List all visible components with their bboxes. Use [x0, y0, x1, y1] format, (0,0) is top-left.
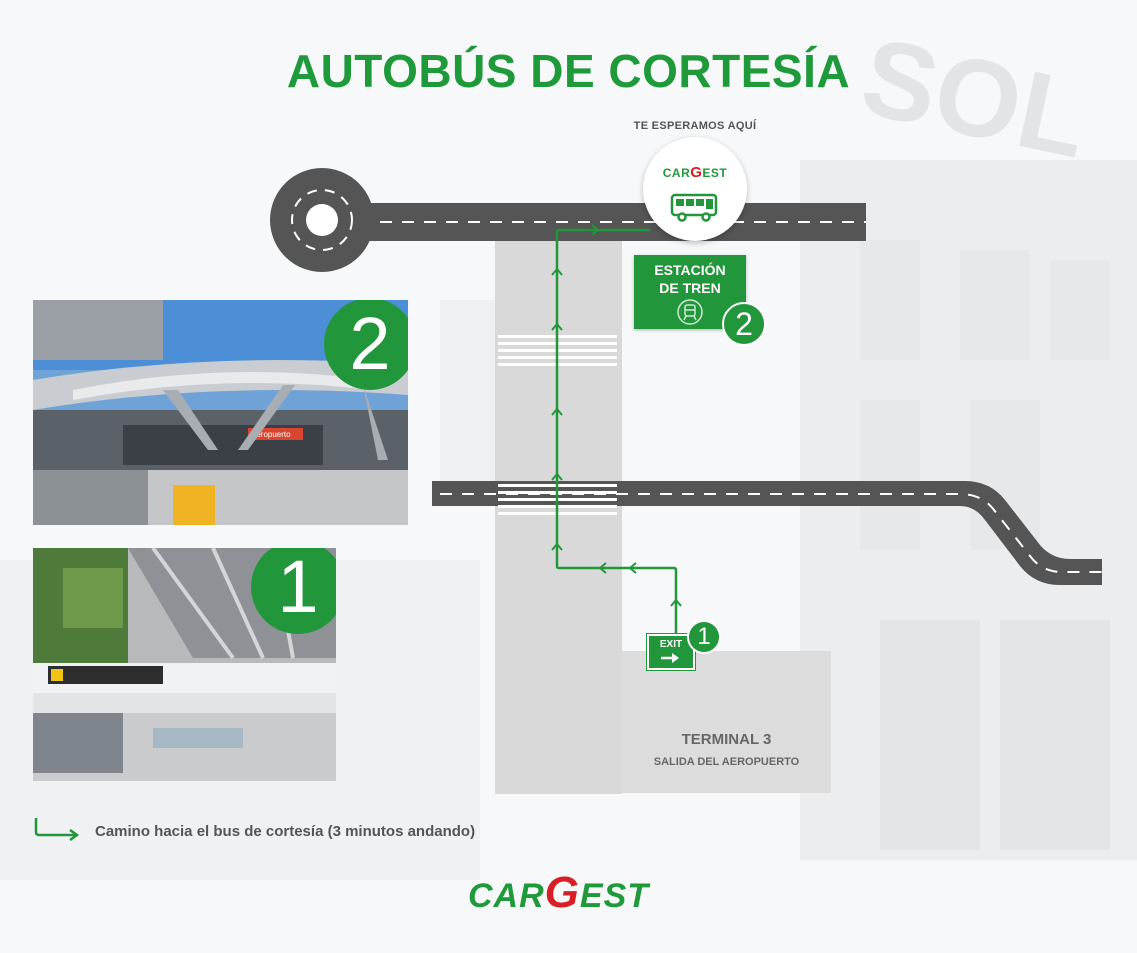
walking-path: [555, 228, 830, 696]
stop-brand-logo: CARGEST: [662, 164, 728, 181]
photo-airport-exterior: Aeropuerto 2: [33, 300, 408, 525]
pickup-label: TE ESPERAMOS AQUÍ: [633, 120, 757, 132]
airport-building-column: [495, 237, 622, 794]
terminal-3-block: TERMINAL 3 SALIDA DEL AEROPUERTO: [622, 651, 831, 793]
station-line1: ESTACIÓN: [654, 262, 726, 278]
exit-number-badge: 1: [687, 620, 721, 654]
page-title: AUTOBÚS DE CORTESÍA: [286, 45, 851, 97]
photo-terminal-interior: 1: [33, 548, 336, 781]
bus-icon: [670, 193, 718, 222]
terminal-subtitle: SALIDA DEL AEROPUERTO: [653, 756, 800, 768]
station-line2: DE TREN: [659, 280, 721, 296]
train-icon: [677, 299, 703, 325]
legend-text: Camino hacia el bus de cortesía (3 minut…: [95, 823, 476, 840]
exit-label: EXIT: [659, 639, 683, 650]
terminal-title: TERMINAL 3: [681, 731, 772, 748]
photo-1-number-badge: 1: [251, 548, 336, 634]
legend-arrow: [34, 818, 76, 837]
aeropuerto-sign-text: Aeropuerto: [251, 430, 291, 439]
bus-stop-marker: CARGEST: [643, 137, 747, 241]
exit-arrow-icon: [661, 653, 679, 663]
station-number-badge: 2: [722, 302, 766, 346]
cargest-logo: CARGEST: [468, 868, 650, 917]
photo-2-number-badge: 2: [324, 300, 408, 390]
